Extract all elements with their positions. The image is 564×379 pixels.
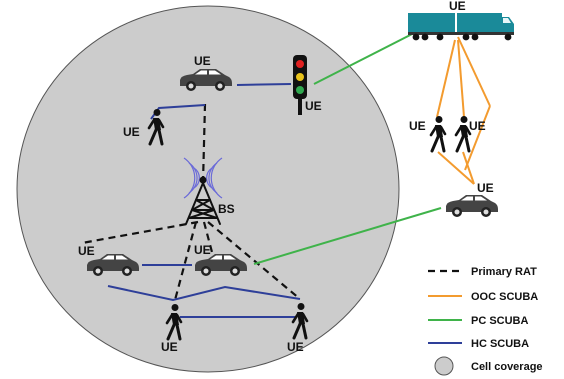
ue-label: UE bbox=[161, 340, 178, 354]
primary-rat-link bbox=[173, 221, 198, 301]
pc-scuba-links bbox=[253, 29, 442, 265]
ue-pedestrian-ooc-right: UE bbox=[454, 114, 486, 153]
ue-label: UE bbox=[194, 243, 211, 257]
hc-scuba-link bbox=[107, 285, 301, 302]
ooc-scuba-links bbox=[436, 36, 491, 185]
hc-scuba-links bbox=[107, 83, 301, 318]
radio-waves-icon bbox=[183, 157, 223, 199]
primary-rat-link bbox=[202, 221, 215, 257]
ooc-scuba-link bbox=[457, 39, 465, 118]
ooc-scuba-link bbox=[437, 151, 475, 185]
hc-scuba-link bbox=[150, 104, 206, 120]
ue-pedestrian-bottom-right: UE bbox=[287, 301, 309, 354]
legend-label: HC SCUBA bbox=[471, 338, 529, 350]
legend-label: Primary RAT bbox=[471, 266, 537, 278]
primary-rat-link bbox=[201, 103, 207, 184]
ue-label: UE bbox=[194, 54, 211, 68]
legend-item-primary-rat: Primary RAT bbox=[428, 266, 537, 278]
ue-label: UE bbox=[409, 119, 426, 133]
ue-car-left: UE bbox=[78, 244, 139, 276]
legend-item-ooc-scuba: OOC SCUBA bbox=[428, 291, 538, 303]
legend-item-pc-scuba: PC SCUBA bbox=[428, 315, 529, 327]
ue-pedestrian-bottom-left: UE bbox=[161, 302, 183, 354]
ue-label: UE bbox=[305, 99, 322, 113]
base-station: BS bbox=[183, 157, 235, 225]
bs-label: BS bbox=[218, 202, 235, 216]
ue-car-top: UE bbox=[180, 54, 232, 91]
bs-tower-icon bbox=[185, 182, 221, 225]
primary-rat-link bbox=[81, 220, 199, 245]
ue-label: UE bbox=[287, 340, 304, 354]
cell-coverage-swatch bbox=[434, 356, 454, 376]
hc-scuba-link bbox=[236, 83, 292, 86]
truck-icon bbox=[408, 13, 514, 41]
ooc-scuba-link bbox=[462, 151, 475, 185]
ue-traffic-light: UE bbox=[293, 55, 322, 115]
ue-pedestrian-upper: UE bbox=[123, 107, 165, 146]
ue-label: UE bbox=[477, 181, 494, 195]
legend-label: OOC SCUBA bbox=[471, 291, 538, 303]
primary-rat-link bbox=[207, 221, 301, 300]
legend: Primary RAT OOC SCUBA PC SCUBA HC SCUBA … bbox=[428, 266, 543, 376]
legend-item-cell-coverage: Cell coverage bbox=[434, 356, 543, 376]
legend-label: PC SCUBA bbox=[471, 315, 529, 327]
ue-truck: UE bbox=[408, 0, 514, 41]
ue-label: UE bbox=[469, 119, 486, 133]
ue-car-ooc: UE bbox=[446, 181, 498, 217]
legend-item-hc-scuba: HC SCUBA bbox=[428, 338, 529, 350]
ue-pedestrian-ooc-left: UE bbox=[409, 114, 447, 153]
ooc-scuba-link bbox=[436, 39, 456, 118]
ue-car-center: UE bbox=[194, 243, 247, 276]
ue-label: UE bbox=[449, 0, 466, 13]
primary-rat-links bbox=[81, 103, 301, 301]
ue-label: UE bbox=[78, 244, 95, 258]
ue-label: UE bbox=[123, 125, 140, 139]
pc-scuba-link bbox=[313, 29, 421, 85]
ooc-scuba-link bbox=[457, 36, 491, 107]
pc-scuba-link bbox=[253, 207, 442, 265]
legend-label: Cell coverage bbox=[471, 361, 543, 373]
ooc-scuba-link bbox=[464, 105, 491, 171]
traffic-light-icon bbox=[293, 55, 307, 115]
